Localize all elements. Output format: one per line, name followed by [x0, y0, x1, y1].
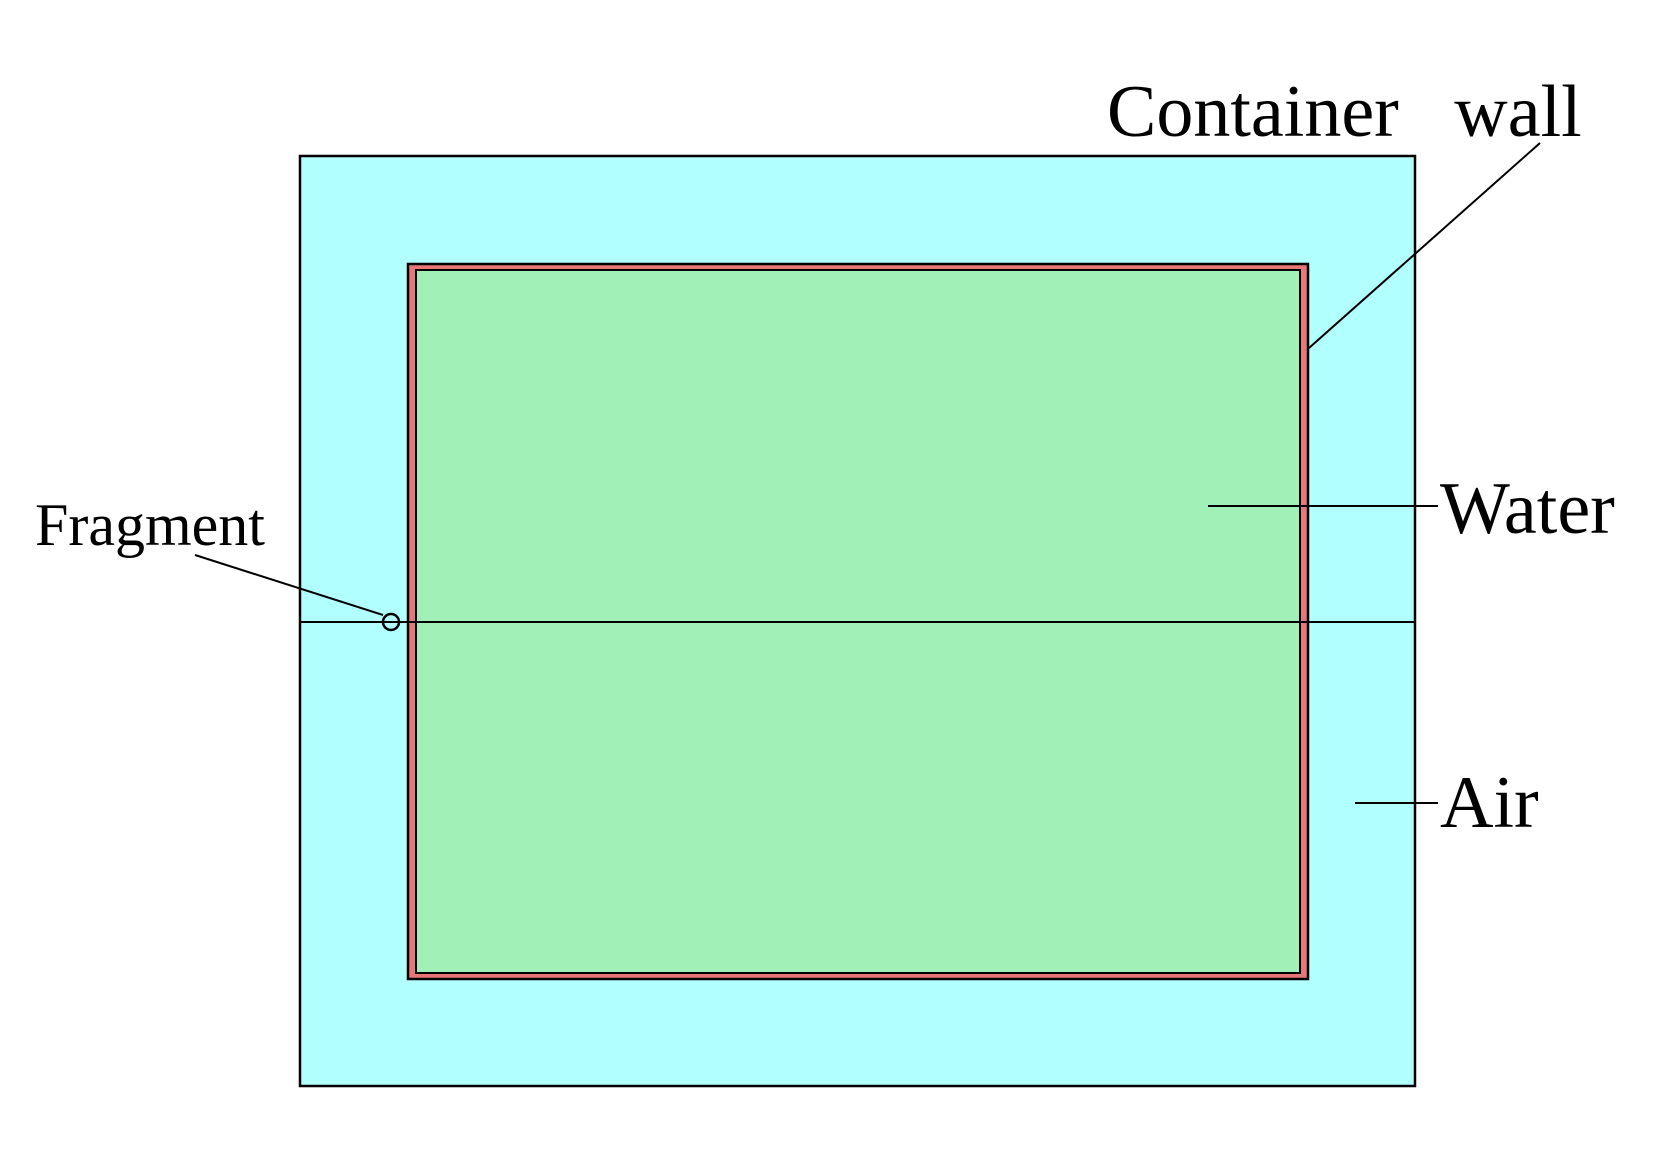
fragment-leader	[194, 554, 384, 616]
air-label: Air	[1440, 762, 1539, 844]
water-label: Water	[1440, 468, 1615, 550]
fragment-label: Fragment	[35, 492, 265, 558]
container-wall-label: Container wall	[1107, 71, 1582, 153]
fragment-marker	[381, 612, 401, 632]
container-wall-leader	[1308, 142, 1541, 349]
